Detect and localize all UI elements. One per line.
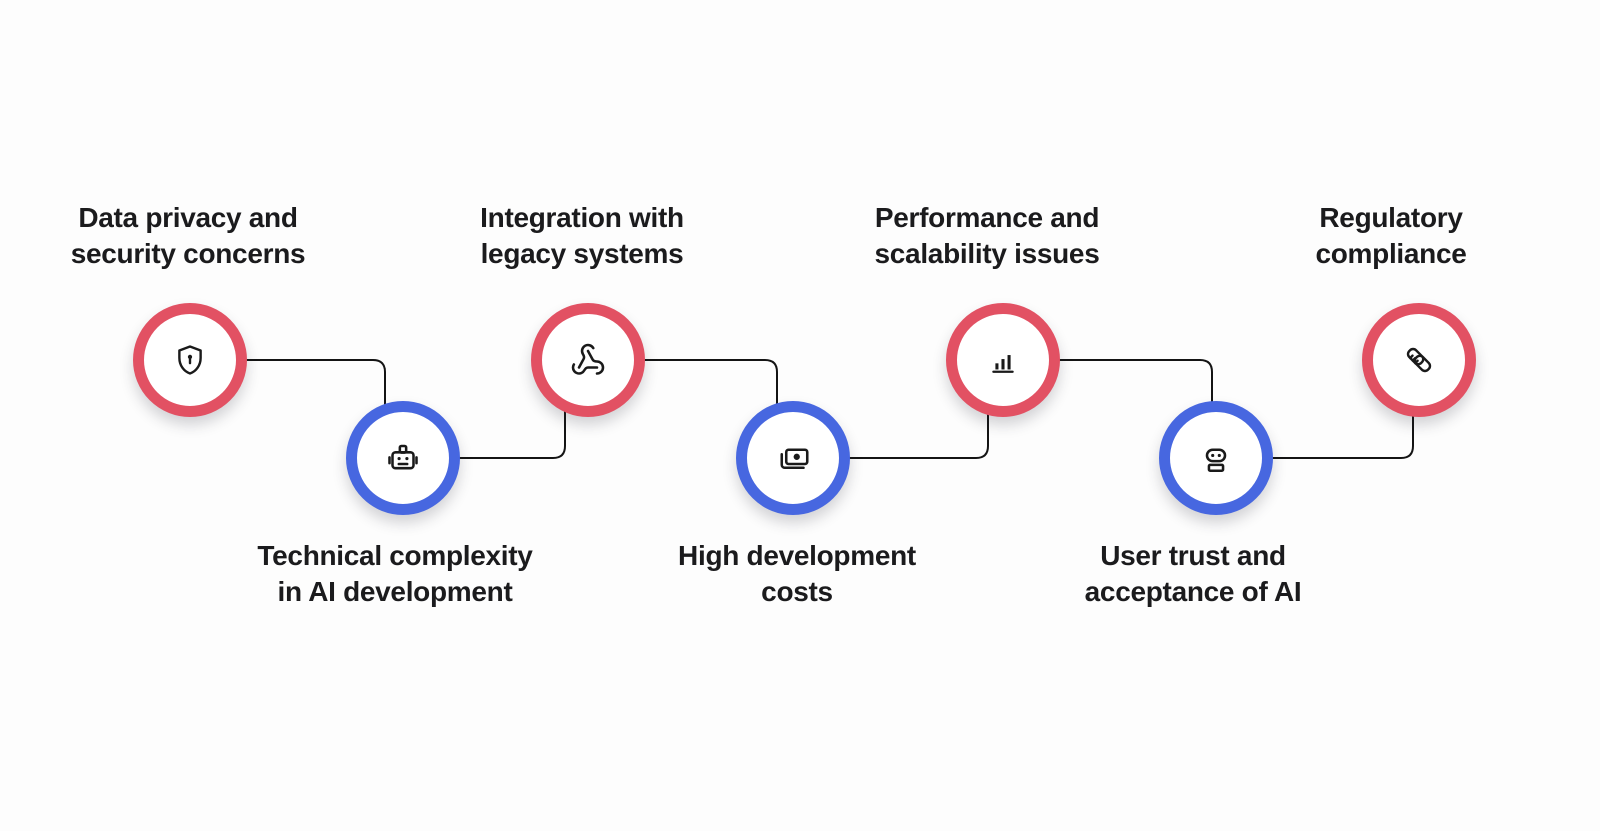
connector-line	[190, 359, 386, 458]
label-line: Data privacy and	[78, 202, 298, 233]
connector-line	[588, 359, 778, 458]
label-line: User trust and	[1100, 540, 1286, 571]
robot-head-icon	[388, 444, 418, 470]
step-label-integration: Integration with legacy systems	[412, 200, 752, 272]
label-line: scalability issues	[874, 238, 1100, 269]
label-line: Regulatory	[1319, 202, 1463, 233]
connector-line	[793, 360, 989, 459]
label-line: Integration with	[480, 202, 684, 233]
label-line: costs	[761, 576, 833, 607]
label-line: acceptance of AI	[1084, 576, 1302, 607]
step-label-technical-complexity: Technical complexity in AI development	[225, 538, 565, 610]
step-node-performance	[946, 303, 1060, 417]
step-label-performance: Performance and scalability issues	[817, 200, 1157, 272]
label-line: Performance and	[874, 202, 1100, 233]
step-node-data-privacy	[133, 303, 247, 417]
step-label-development-costs: High development costs	[627, 538, 967, 610]
step-label-data-privacy: Data privacy and security concerns	[18, 200, 358, 272]
bar-chart-icon	[992, 355, 1014, 373]
label-line: security concerns	[70, 238, 306, 269]
label-line: High development	[678, 540, 916, 571]
handshake-icon	[1406, 347, 1432, 373]
step-label-regulatory: Regulatory compliance	[1221, 200, 1561, 272]
step-node-integration	[531, 303, 645, 417]
connector-line	[403, 360, 566, 459]
label-line: compliance	[1315, 238, 1467, 269]
bot-icon	[1205, 448, 1227, 473]
shield-lock-icon	[178, 345, 202, 375]
label-line: in AI development	[277, 576, 513, 607]
step-node-technical-complexity	[346, 401, 460, 515]
label-line: legacy systems	[480, 238, 684, 269]
connector-line	[1003, 359, 1213, 458]
step-label-user-trust: User trust and acceptance of AI	[1023, 538, 1363, 610]
banknote-icon	[780, 448, 809, 470]
connector-line	[1216, 360, 1414, 459]
step-node-regulatory	[1362, 303, 1476, 417]
step-node-user-trust	[1159, 401, 1273, 515]
label-line: Technical complexity	[257, 540, 533, 571]
webhook-icon	[571, 343, 605, 375]
step-node-development-costs	[736, 401, 850, 515]
